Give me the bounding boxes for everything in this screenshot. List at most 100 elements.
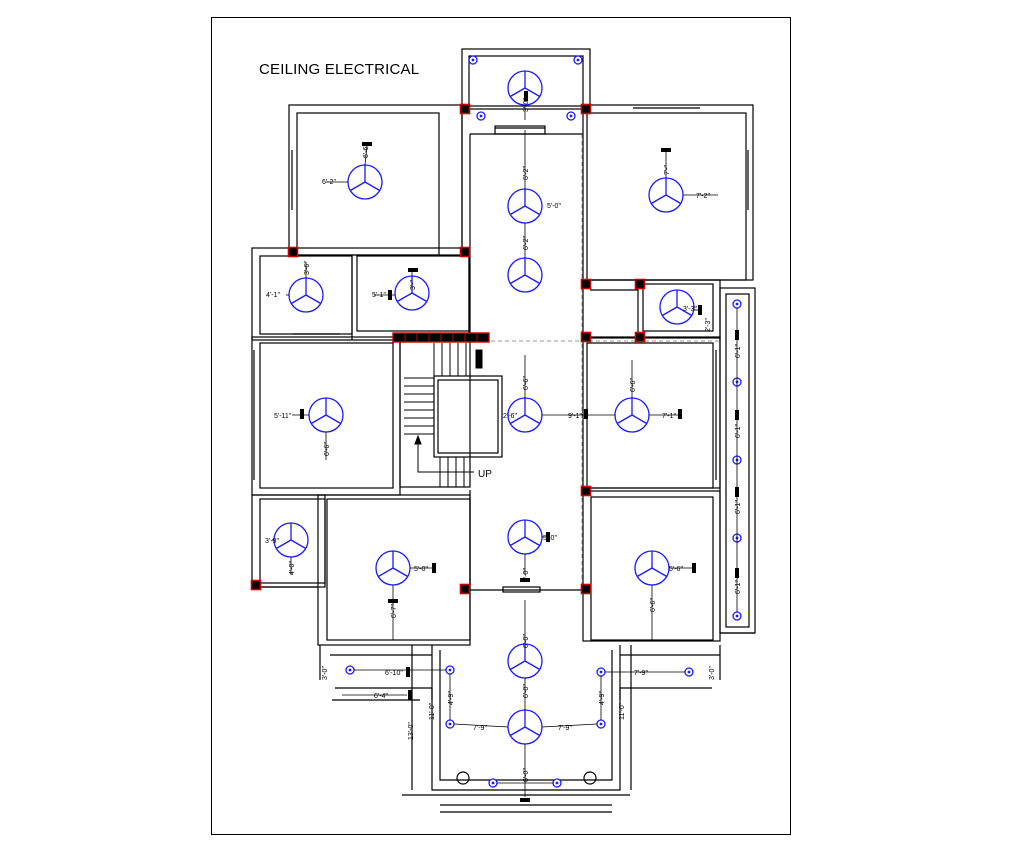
light-point-icon	[732, 299, 742, 309]
column	[459, 103, 471, 115]
column	[459, 583, 471, 595]
ceiling-fan-icon	[507, 643, 543, 679]
switch-board-icon	[432, 563, 436, 573]
light-point-icon	[573, 55, 583, 65]
switch-board-icon	[408, 268, 418, 272]
dimension-label: 6'-1"	[735, 424, 742, 438]
dimension-label: 9'-1"	[568, 413, 582, 420]
light-point-icon	[566, 111, 576, 121]
dimension-label: 5'-0"	[547, 203, 561, 210]
switch-board-icon	[698, 305, 702, 315]
ceiling-fan-icon	[308, 397, 344, 433]
column	[580, 485, 592, 497]
dimension-label: 5'-6"	[669, 566, 683, 573]
column	[580, 331, 592, 343]
dimension-label: 4'-0"	[523, 568, 530, 582]
dimension-label: 6'-6"	[363, 144, 370, 158]
ceiling-fan-icon	[648, 177, 684, 213]
dimension-label: 7'-9"	[634, 670, 648, 677]
ceiling-fan-icon	[507, 257, 543, 293]
dimension-label: 13'-0"	[408, 722, 415, 740]
centre-lines	[400, 134, 720, 590]
switch-board-icon	[408, 690, 412, 700]
drawing-frame	[211, 17, 791, 835]
dimension-label: 7'-1"	[662, 413, 676, 420]
dimension-label: 6'-6"	[324, 442, 331, 456]
dimension-label: 5'-0"	[414, 566, 428, 573]
ceiling-fan-icon	[614, 397, 650, 433]
column	[580, 278, 592, 290]
ceiling-fans	[273, 70, 695, 745]
dimension-label: 6'-10"	[385, 670, 403, 677]
light-point-icon	[488, 778, 498, 788]
dimension-label: 6'-4"	[374, 693, 388, 700]
dimension-label: 4'-0"	[289, 561, 296, 575]
dimension-label: 6'-1"	[735, 580, 742, 594]
light-point-icon	[596, 719, 606, 729]
walls	[251, 48, 756, 813]
dimension-label: 5'-0"	[543, 535, 557, 542]
dimension-label: 3'-0"	[523, 98, 530, 112]
ceiling-fan-icon	[273, 522, 309, 558]
wiring	[272, 105, 738, 797]
switch-board-icon	[661, 148, 671, 152]
column	[459, 246, 471, 258]
dimension-label: 11'-0"	[619, 702, 626, 720]
dimension-label: 6'-1"	[735, 500, 742, 514]
dimension-label: 4'-9"	[448, 691, 455, 705]
dimension-label: 6'-7"	[391, 604, 398, 618]
dimension-label: 6'-0"	[523, 768, 530, 782]
dimension-label: 6'-2"	[523, 166, 530, 180]
dimension-label: 6'-2"	[322, 179, 336, 186]
light-point-icon	[732, 611, 742, 621]
light-point-icon	[468, 55, 478, 65]
staircase	[404, 343, 483, 487]
light-points	[345, 55, 742, 788]
ceiling-fan-icon	[347, 164, 383, 200]
dimension-label: 3'-6"	[304, 261, 311, 275]
light-point-icon	[552, 778, 562, 788]
light-point-icon	[345, 665, 355, 675]
switch-board-icon	[520, 798, 530, 802]
dimension-label: 7'-9"	[558, 725, 572, 732]
light-point-icon	[596, 667, 606, 677]
switch-board-icon	[678, 409, 682, 419]
dimension-label: 11'-0"	[429, 702, 436, 720]
light-point-icon	[476, 111, 486, 121]
dimension-label: 7'-2"	[696, 193, 710, 200]
dimension-label: 4'-9"	[599, 691, 606, 705]
dimension-label: 5'-1"	[372, 292, 386, 299]
column	[634, 278, 646, 290]
ceiling-fan-icon	[507, 519, 543, 555]
switch-board-icon	[406, 667, 410, 677]
switch-board-icon	[300, 409, 304, 419]
dimension-label: 3'-9"	[265, 538, 279, 545]
ceiling-fan-icon	[507, 188, 543, 224]
light-point-icon	[445, 719, 455, 729]
dimension-label: 3'-0"	[709, 666, 716, 680]
light-point-icon	[445, 665, 455, 675]
dimension-label: 6'-0"	[523, 634, 530, 648]
dimension-label: 6'-6"	[630, 378, 637, 392]
dimension-label: 2'-6"	[503, 413, 517, 420]
dimension-label: 3'-3"	[683, 306, 697, 313]
column	[250, 579, 262, 591]
dimension-label: 2'-3"	[705, 318, 712, 332]
stair-up-label: UP	[478, 469, 492, 480]
outdoor-lamp-icon	[583, 771, 597, 785]
columns	[250, 103, 646, 595]
dimension-label: 7'-"	[664, 164, 671, 175]
light-point-icon	[684, 667, 694, 677]
column	[580, 103, 592, 115]
dimension-label: 4'-1"	[266, 292, 280, 299]
column	[287, 246, 299, 258]
dimension-label: 3'-0"	[322, 666, 329, 680]
ceiling-fan-icon	[288, 277, 324, 313]
ceiling-fan-icon	[507, 709, 543, 745]
dimension-label: 6'-0"	[523, 684, 530, 698]
column	[634, 331, 646, 343]
dimension-label: 5'-11"	[274, 413, 292, 420]
dimension-label: 6'-1"	[735, 344, 742, 358]
outdoor-lamps	[456, 771, 597, 785]
